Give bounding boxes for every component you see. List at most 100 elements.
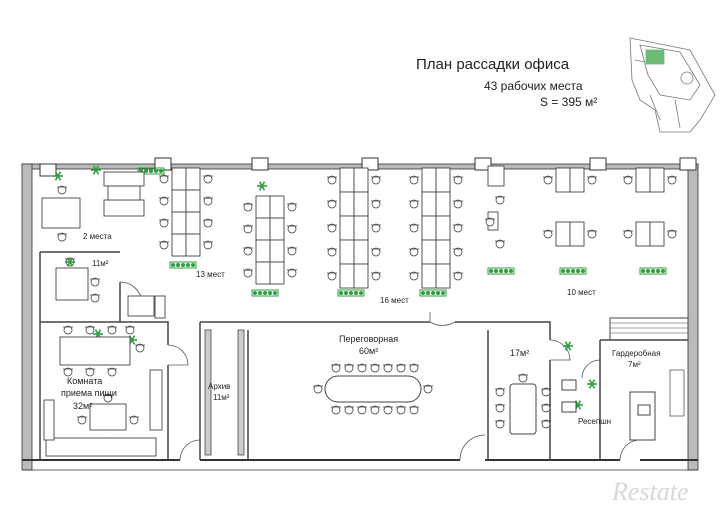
planter-box xyxy=(487,267,515,275)
plant-icon xyxy=(91,165,101,175)
chair xyxy=(243,246,253,256)
planter-leaf xyxy=(258,291,262,295)
desk xyxy=(635,221,651,247)
desk xyxy=(353,167,369,193)
column xyxy=(679,157,697,171)
chair xyxy=(541,419,551,429)
desk xyxy=(339,191,355,217)
chair xyxy=(495,419,505,429)
planter-leaf xyxy=(431,291,435,295)
chair xyxy=(667,229,677,239)
desk xyxy=(255,239,271,263)
desk xyxy=(185,167,201,191)
chair xyxy=(453,271,463,281)
plant-leaf xyxy=(567,341,572,347)
desk xyxy=(171,211,187,235)
label-13-seats: 13 мест xyxy=(196,270,225,279)
planter-box xyxy=(251,289,279,297)
planter-icon xyxy=(559,267,587,275)
planter-leaf xyxy=(191,263,195,267)
planter-leaf xyxy=(561,269,565,273)
planter-box xyxy=(559,267,587,275)
desk xyxy=(569,167,585,193)
chair xyxy=(453,175,463,185)
planter-leaf xyxy=(566,269,570,273)
chair xyxy=(409,405,419,415)
desk xyxy=(255,261,271,285)
chair xyxy=(370,363,380,373)
plan-title: План рассадки офиса xyxy=(416,56,570,73)
chair xyxy=(371,223,381,233)
kitchen-furniture xyxy=(43,336,163,457)
chair xyxy=(90,277,100,287)
column xyxy=(154,157,172,171)
plant-leaf xyxy=(57,171,62,177)
chair xyxy=(541,403,551,413)
label-reception: Ресепшн xyxy=(578,417,611,426)
planter-icon xyxy=(169,261,197,269)
column xyxy=(474,157,492,171)
desk xyxy=(649,221,665,247)
chair xyxy=(485,217,495,227)
plant-icon xyxy=(127,335,137,345)
desk xyxy=(255,217,271,241)
interior-walls xyxy=(39,251,689,460)
archive-shelves xyxy=(204,329,245,456)
chair xyxy=(287,246,297,256)
chair xyxy=(371,199,381,209)
chair xyxy=(203,174,213,184)
desk xyxy=(353,239,369,265)
desk xyxy=(421,215,437,241)
planter-leaf xyxy=(263,291,267,295)
column xyxy=(39,163,57,177)
planter-leaf xyxy=(154,169,158,173)
chair xyxy=(125,325,135,335)
desk xyxy=(555,167,571,193)
desk xyxy=(435,215,451,241)
chair xyxy=(287,268,297,278)
desk xyxy=(339,215,355,241)
plant-icon xyxy=(53,171,63,181)
chair xyxy=(541,387,551,397)
desk xyxy=(421,263,437,289)
label-wardrobe-area: 7м² xyxy=(628,360,641,369)
planter-leaf xyxy=(181,263,185,267)
room-17-table xyxy=(509,379,577,435)
chair xyxy=(623,175,633,185)
chair xyxy=(357,405,367,415)
planter-leaf xyxy=(426,291,430,295)
desk xyxy=(185,211,201,235)
chair xyxy=(57,232,67,242)
chair xyxy=(159,174,169,184)
watermark-logo: Restate xyxy=(611,477,689,506)
meeting-table xyxy=(324,375,422,403)
planter-leaf xyxy=(656,269,660,273)
chair xyxy=(129,415,139,425)
chair xyxy=(409,223,419,233)
desk xyxy=(353,263,369,289)
chair xyxy=(85,325,95,335)
planter-leaf xyxy=(576,269,580,273)
desk xyxy=(185,189,201,213)
planter-icon xyxy=(487,267,515,275)
chair xyxy=(287,224,297,234)
chair xyxy=(518,373,528,383)
chair xyxy=(327,271,337,281)
planter-leaf xyxy=(354,291,358,295)
plant-leaf xyxy=(591,379,596,385)
label-meeting: Переговорная xyxy=(339,334,398,344)
label-archive-area: 11м² xyxy=(213,393,230,402)
planter-leaf xyxy=(273,291,277,295)
chair xyxy=(203,218,213,228)
chair xyxy=(344,363,354,373)
label-11m2: 11м² xyxy=(92,259,109,268)
chair xyxy=(495,387,505,397)
chair xyxy=(63,325,73,335)
chair xyxy=(327,223,337,233)
chair xyxy=(159,196,169,206)
planter-leaf xyxy=(641,269,645,273)
chair xyxy=(543,229,553,239)
chair xyxy=(327,247,337,257)
chair xyxy=(371,271,381,281)
planter-leaf xyxy=(186,263,190,267)
